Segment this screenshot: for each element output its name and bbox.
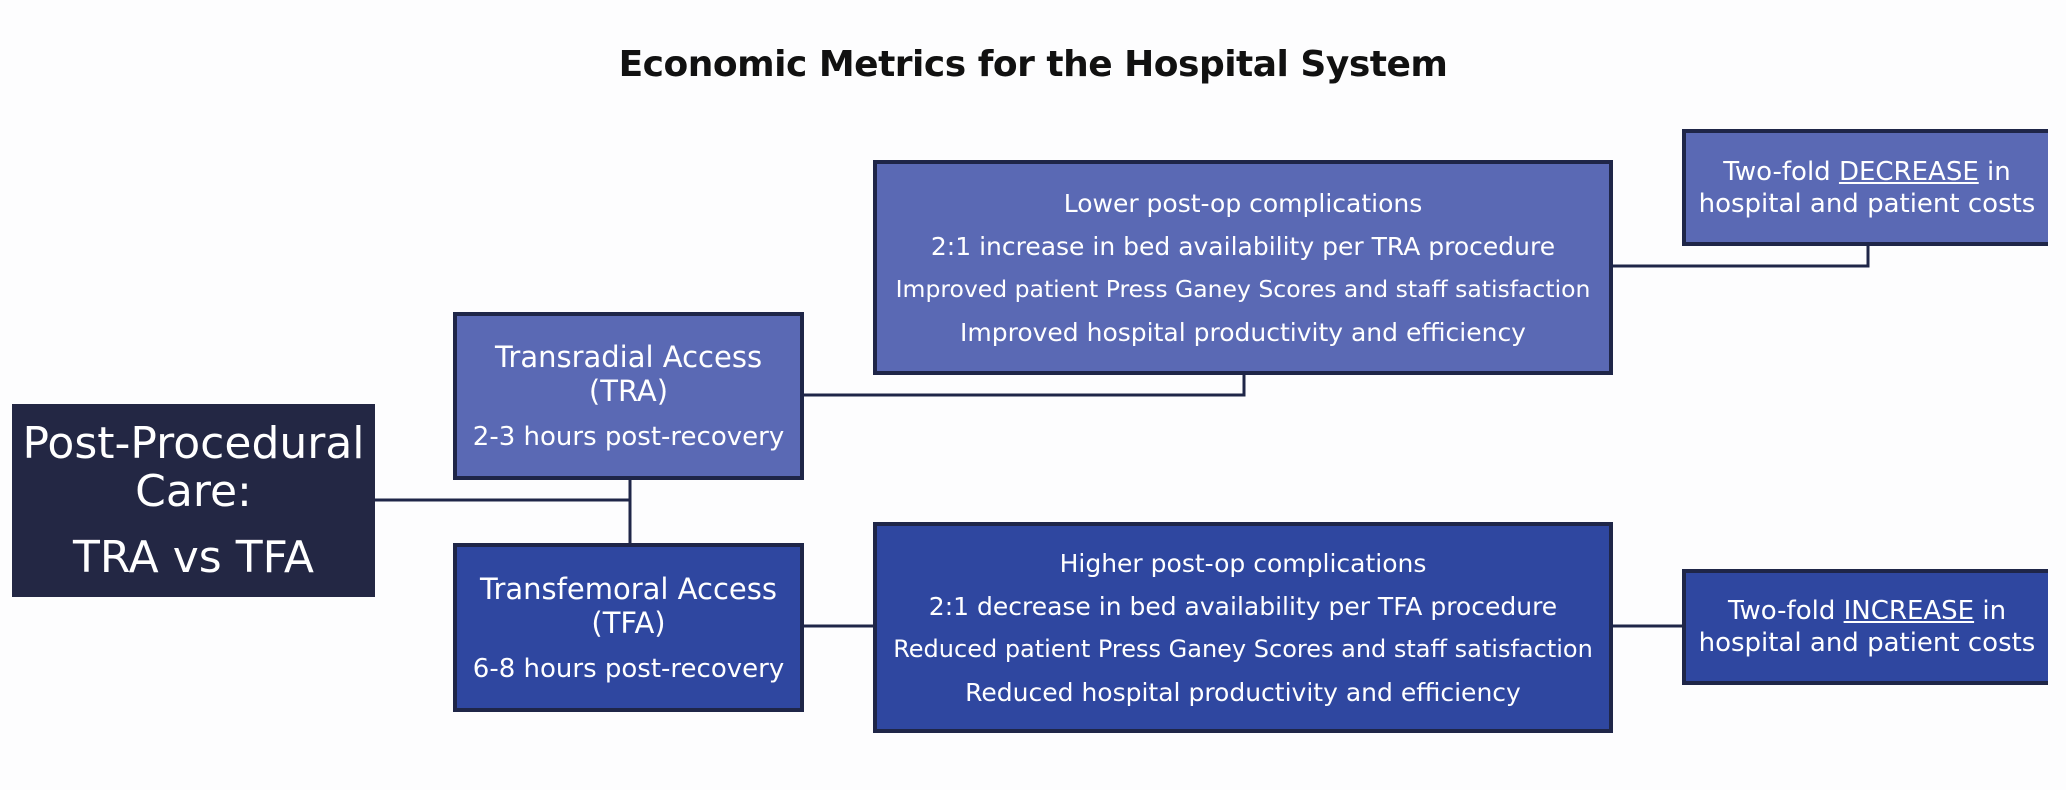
tfa-effect-item: 2:1 decrease in bed availability per TFA… bbox=[928, 591, 1558, 621]
tfa-effect-item: Higher post-op complications bbox=[1059, 548, 1427, 578]
tfa-effect-item: Reduced patient Press Ganey Scores and s… bbox=[893, 634, 1593, 663]
cost-increase-node: Two-fold INCREASE in hospital and patien… bbox=[1682, 569, 2048, 685]
decrease-outcome-prefix: Two-fold bbox=[1723, 156, 1839, 187]
increase-outcome-prefix: Two-fold bbox=[1727, 596, 1844, 626]
increase-outcome-emphasis: INCREASE bbox=[1843, 596, 1975, 626]
root-title-line-2: Care: bbox=[135, 465, 252, 517]
transfemoral-access-node: Transfemoral Access (TFA) 6-8 hours post… bbox=[453, 543, 804, 712]
tfa-access-name: Transfemoral Access bbox=[480, 571, 777, 606]
post-procedural-care-node: Post-Procedural Care: TRA vs TFA bbox=[12, 404, 375, 597]
tra-access-name: Transradial Access bbox=[494, 340, 763, 374]
tfa-abbreviation: (TFA) bbox=[591, 605, 666, 640]
diagram-title: Economic Metrics for the Hospital System bbox=[618, 44, 1448, 85]
tra-effects-node: Lower post-op complications 2:1 increase… bbox=[873, 160, 1613, 375]
effects-to-decrease-connector bbox=[1612, 245, 1870, 268]
tra-recovery-time: 2-3 hours post-recovery bbox=[472, 422, 785, 452]
tra-abbreviation: (TRA) bbox=[588, 374, 669, 408]
decrease-outcome-line-2: hospital and patient costs bbox=[1698, 188, 2036, 219]
root-title-line-3: TRA vs TFA bbox=[73, 531, 314, 583]
tra-effect-item: Lower post-op complications bbox=[1063, 188, 1423, 218]
tfa-effects-node: Higher post-op complications 2:1 decreas… bbox=[873, 522, 1613, 733]
decrease-outcome-suffix: in bbox=[1978, 156, 2011, 187]
tra-effect-item: 2:1 increase in bed availability per TRA… bbox=[930, 231, 1556, 261]
root-title-line-1: Post-Procedural bbox=[22, 417, 365, 469]
tra-effect-item: Improved patient Press Ganey Scores and … bbox=[895, 274, 1591, 303]
tfa-recovery-time: 6-8 hours post-recovery bbox=[472, 653, 785, 684]
increase-outcome-suffix: in bbox=[1974, 596, 2007, 626]
increase-outcome-line-2: hospital and patient costs bbox=[1698, 628, 2036, 658]
transradial-access-node: Transradial Access (TRA) 2-3 hours post-… bbox=[453, 312, 804, 480]
tra-effect-item: Improved hospital productivity and effic… bbox=[960, 317, 1526, 347]
decrease-outcome-emphasis: DECREASE bbox=[1838, 156, 1979, 187]
tfa-effect-item: Reduced hospital productivity and effici… bbox=[965, 677, 1521, 707]
tra-to-effects-connector bbox=[803, 373, 1246, 397]
cost-decrease-node: Two-fold DECREASE in hospital and patien… bbox=[1682, 129, 2048, 246]
